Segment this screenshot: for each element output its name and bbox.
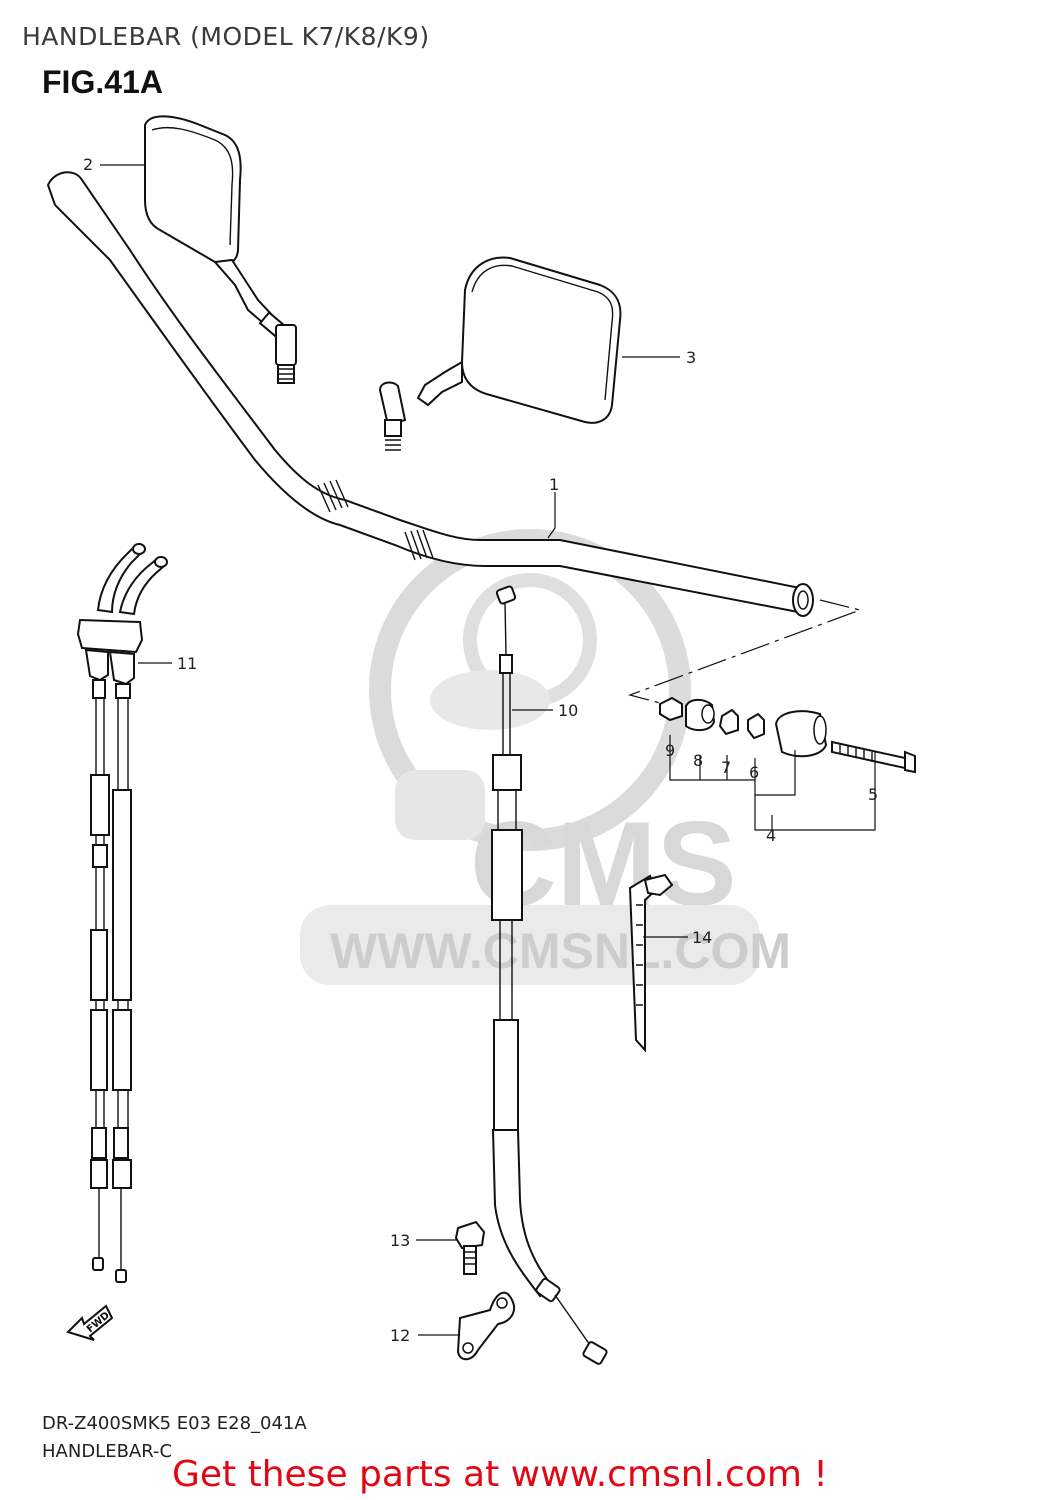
cable-tie-part bbox=[628, 873, 674, 1053]
callout-2: 2 bbox=[83, 155, 93, 174]
clamp-part bbox=[456, 1291, 516, 1361]
callout-3: 3 bbox=[686, 348, 696, 367]
callout-14: 14 bbox=[692, 928, 712, 947]
right-mirror-part bbox=[378, 256, 622, 451]
bolt-part bbox=[454, 1220, 486, 1275]
callout-5: 5 bbox=[868, 785, 878, 804]
callout-leaders bbox=[100, 164, 876, 1336]
callout-9: 9 bbox=[665, 741, 675, 760]
forward-arrow: FWD bbox=[66, 1304, 114, 1341]
throttle-cables-part bbox=[76, 543, 168, 1283]
promo-link[interactable]: Get these parts at www.cmsnl.com ! bbox=[172, 1454, 828, 1495]
diagram-title: HANDLEBAR (MODEL K7/K8/K9) bbox=[22, 22, 430, 51]
watermark: CMS WWW.CMSNL.COM bbox=[300, 529, 791, 985]
callout-7: 7 bbox=[721, 758, 731, 777]
callout-13: 13 bbox=[390, 1231, 410, 1250]
diagram-name: HANDLEBAR-C bbox=[42, 1441, 173, 1462]
left-mirror-part bbox=[144, 115, 297, 384]
callout-labels: 2 3 1 11 10 9 8 7 6 5 4 14 13 12 bbox=[83, 155, 878, 1345]
callout-4: 4 bbox=[766, 826, 776, 845]
callout-1: 1 bbox=[549, 475, 559, 494]
clutch-cable-part bbox=[491, 585, 608, 1365]
figure-number: FIG.41A bbox=[42, 64, 163, 100]
diagram-code: DR-Z400SMK5 E03 E28_041A bbox=[42, 1413, 307, 1434]
callout-6: 6 bbox=[749, 763, 759, 782]
callout-10: 10 bbox=[558, 701, 578, 720]
handlebar-part bbox=[46, 171, 814, 617]
callout-11: 11 bbox=[177, 654, 197, 673]
watermark-url: WWW.CMSNL.COM bbox=[330, 923, 791, 979]
callout-12: 12 bbox=[390, 1326, 410, 1345]
balancer-assembly bbox=[628, 599, 916, 774]
callout-8: 8 bbox=[693, 751, 703, 770]
